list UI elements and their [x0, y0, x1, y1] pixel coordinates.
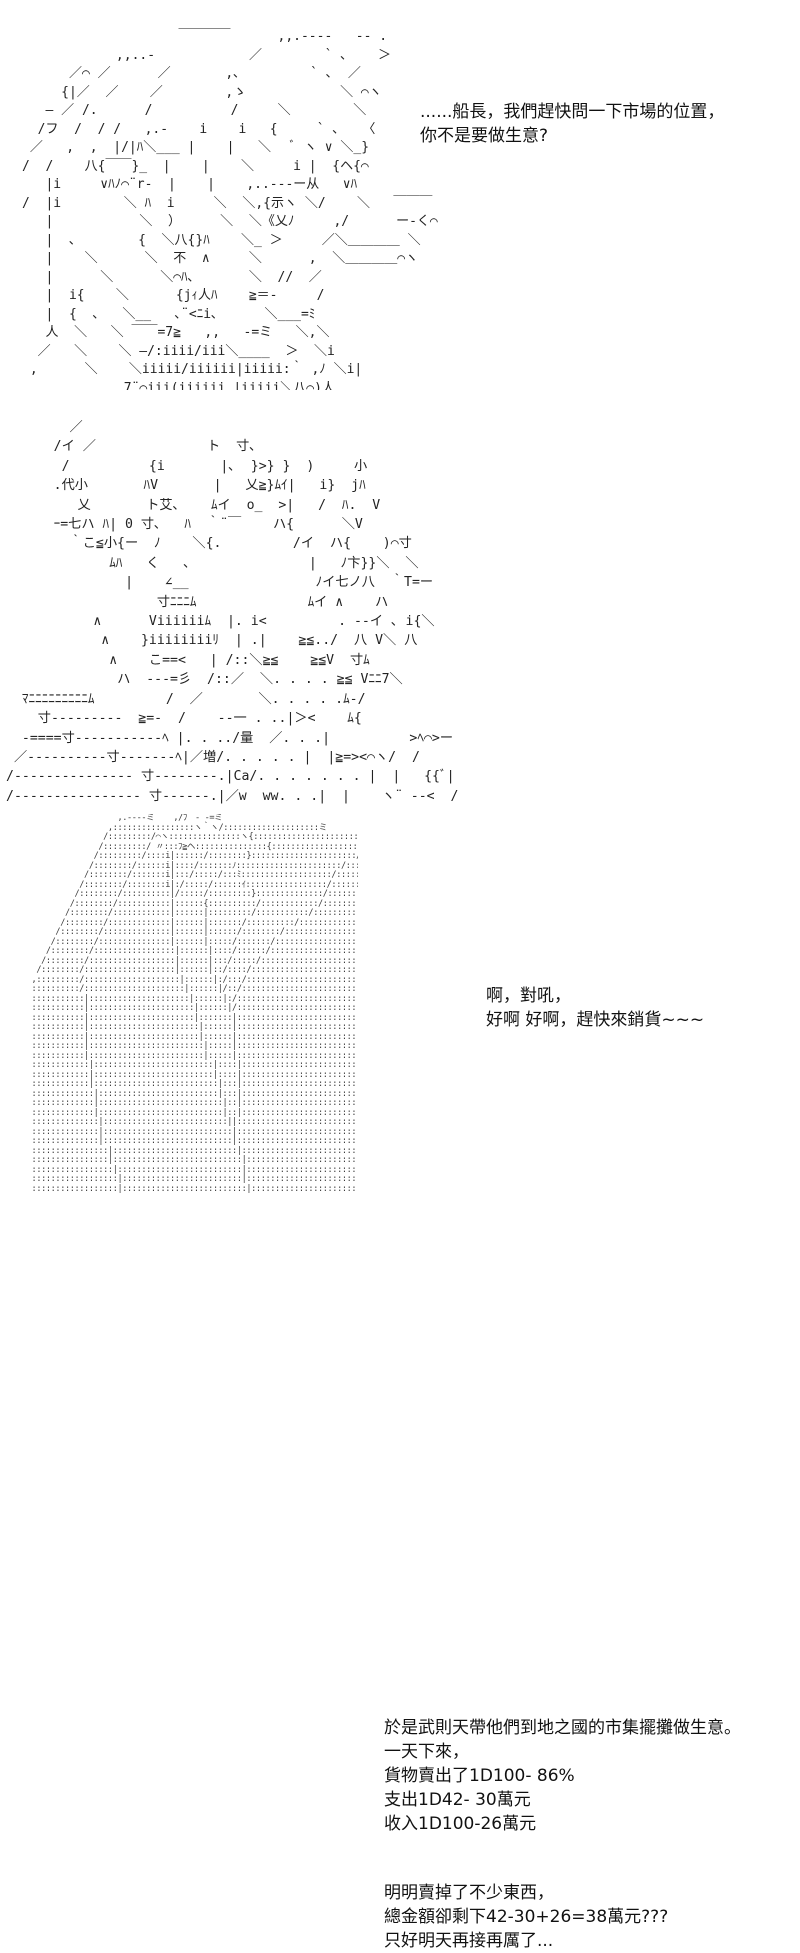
panel-2: ／ /イ ／ ト 寸､ / {i |､ }>} } ) 小 .代小 ﾊV | 乂…	[0, 400, 800, 1030]
narration-line: 明明賣掉了不少東西，	[384, 1883, 554, 1903]
dialogue-text-1: ......船長，我們趕快問一下市場的位置， 你不是要做生意?	[420, 100, 724, 148]
narration-line: 一天下來，	[384, 1742, 469, 1762]
dialogue-text-2: 啊，對吼， 好啊 好啊，趕快來銷貨~~~	[486, 984, 704, 1032]
ascii-art-character-2: ／ /イ ／ ト 寸､ / {i |､ }>} } ) 小 .代小 ﾊV | 乂…	[6, 420, 459, 804]
narration-line: 總金額卻剩下42-30+26=38萬元???	[384, 1907, 669, 1927]
narration-line: 支出1D42- 30萬元	[384, 1790, 531, 1810]
dialogue-line: 你不是要做生意?	[420, 126, 549, 146]
dialogue-line: 好啊 好啊，趕快來銷貨~~~	[486, 1010, 705, 1030]
narration-text-1: 於是武則天帶他們到地之國的市集擺攤做生意。 一天下來， 貨物賣出了1D100- …	[384, 1716, 741, 1836]
narration-line: 貨物賣出了1D100- 86%	[384, 1766, 575, 1786]
dialogue-line: ......船長，我們趕快問一下市場的位置，	[420, 102, 725, 122]
narration-text-2: 明明賣掉了不少東西， 總金額卻剩下42-30+26=38萬元??? 只好明天再接…	[384, 1881, 668, 1953]
ascii-art-character-3: ,.-‐--ミ ,/ﾌ￣‐ ‐=ミ ,:::::::::::::::::ヽ｀ヽ/…	[31, 814, 358, 1194]
panel-1: ￣￣￣￣ ,,.-‐-- ‐- . ,,..- ／ ` ､ ＞ ／⌒ ／ ／ ,…	[0, 0, 800, 400]
narration-line: 收入1D100-26萬元	[384, 1814, 537, 1834]
panel-3: ,.-‐--ミ ,/ﾌ￣‐ ‐=ミ ,:::::::::::::::::ヽ｀ヽ/…	[0, 810, 800, 1951]
dialogue-line: 啊，對吼，	[486, 986, 571, 1006]
ascii-art-character-1: ￣￣￣￣ ,,.-‐-- ‐- . ,,..- ／ ` ､ ＞ ／⌒ ／ ／ ,…	[22, 29, 438, 390]
narration-line: 只好明天再接再厲了...	[384, 1931, 554, 1951]
narration-line: 於是武則天帶他們到地之國的市集擺攤做生意。	[384, 1718, 741, 1738]
